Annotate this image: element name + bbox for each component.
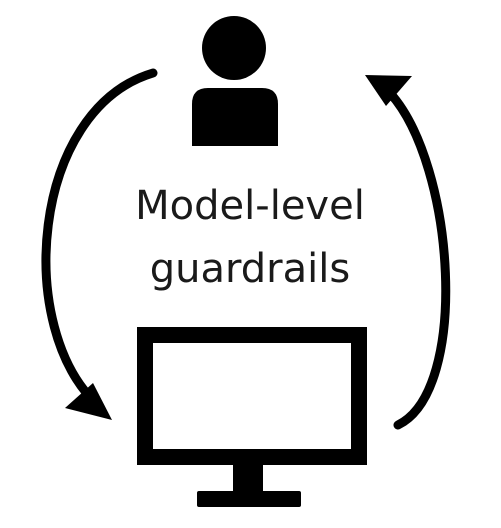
arrow-right-curved — [365, 75, 451, 430]
arrow-left-curved — [41, 68, 158, 420]
caption-line-2: guardrails — [150, 246, 350, 292]
person-icon — [192, 16, 278, 146]
caption-line-1: Model-level — [135, 183, 365, 229]
monitor-icon — [137, 327, 367, 507]
